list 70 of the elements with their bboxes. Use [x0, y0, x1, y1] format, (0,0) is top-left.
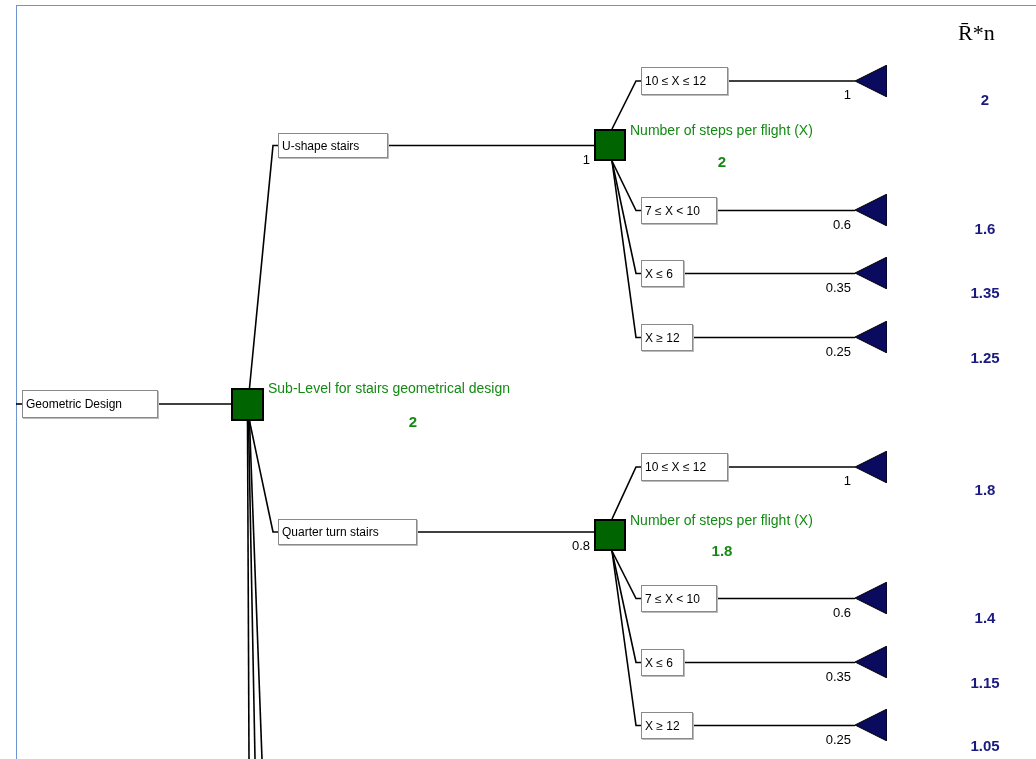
connector-line — [611, 80, 642, 130]
probability-label: 0.8 — [571, 539, 590, 552]
connector-line — [247, 420, 256, 759]
node-value: 1.8 — [711, 543, 733, 558]
connector-line — [246, 420, 250, 759]
connector-line — [248, 144, 279, 389]
connector-line — [716, 209, 856, 212]
probability-label: 0.25 — [825, 344, 851, 358]
expected-value: 1.15 — [970, 675, 1000, 690]
probability-label: 1 — [843, 474, 851, 487]
probability-label: 0.35 — [825, 280, 851, 294]
expected-value: 1.35 — [970, 285, 1000, 300]
node-title: Number of steps per flight (X) — [630, 513, 813, 527]
probability-label: 0.6 — [832, 217, 851, 231]
terminal-triangle — [855, 65, 887, 97]
connector-line — [611, 550, 642, 600]
option-box: X ≤ 6 — [641, 649, 684, 676]
node-value: 2 — [408, 414, 418, 429]
option-box: X ≥ 12 — [641, 712, 693, 739]
probability-label: 0.35 — [825, 669, 851, 683]
node-value: 2 — [717, 154, 727, 169]
expected-value: 1.25 — [970, 350, 1000, 365]
option-box: Geometric Design — [22, 390, 158, 418]
terminal-triangle — [855, 321, 887, 353]
connector-line — [611, 466, 642, 520]
connector-line — [157, 403, 232, 405]
terminal-triangle — [855, 257, 887, 289]
connector-line — [692, 336, 856, 339]
probability-label: 1 — [843, 88, 851, 101]
connector-line — [727, 466, 856, 468]
terminal-triangle — [855, 194, 887, 226]
column-header: R̄*n — [958, 22, 995, 44]
expected-value: 1.05 — [970, 738, 1000, 753]
connector-line — [248, 420, 279, 533]
node-title: Sub-Level for stairs geometrical design — [268, 381, 510, 395]
expected-value: 2 — [980, 92, 990, 107]
connector-line — [248, 420, 263, 759]
connector-line — [611, 160, 642, 339]
connector-line — [611, 160, 642, 212]
expected-value: 1.4 — [974, 610, 996, 625]
connector-line — [387, 144, 595, 147]
connector-line — [15, 403, 23, 405]
decision-square — [231, 388, 264, 421]
option-box: 10 ≤ X ≤ 12 — [641, 67, 728, 95]
decision-square — [594, 519, 626, 551]
expected-value: 1.6 — [974, 221, 996, 236]
probability-label: 0.25 — [825, 732, 851, 746]
option-box: X ≤ 6 — [641, 260, 684, 287]
connector-line — [716, 597, 856, 600]
option-box: 7 ≤ X < 10 — [641, 197, 717, 224]
terminal-triangle — [855, 709, 887, 741]
connector-line — [692, 724, 856, 727]
connector-line — [611, 550, 642, 727]
expected-value: 1.8 — [974, 482, 996, 497]
decision-square — [594, 129, 626, 161]
option-box: U-shape stairs — [278, 133, 388, 158]
option-box: 10 ≤ X ≤ 12 — [641, 453, 728, 481]
probability-label: 0.6 — [832, 605, 851, 619]
option-box: 7 ≤ X < 10 — [641, 585, 717, 612]
option-box: X ≥ 12 — [641, 324, 693, 351]
connector-line — [683, 661, 856, 664]
probability-label: 1 — [582, 152, 590, 166]
connector-line — [416, 531, 595, 533]
terminal-triangle — [855, 582, 887, 614]
node-title: Number of steps per flight (X) — [630, 123, 813, 137]
terminal-triangle — [855, 646, 887, 678]
connector-line — [683, 272, 856, 275]
connector-line — [727, 80, 856, 82]
option-box: Quarter turn stairs — [278, 519, 417, 545]
terminal-triangle — [855, 451, 887, 483]
